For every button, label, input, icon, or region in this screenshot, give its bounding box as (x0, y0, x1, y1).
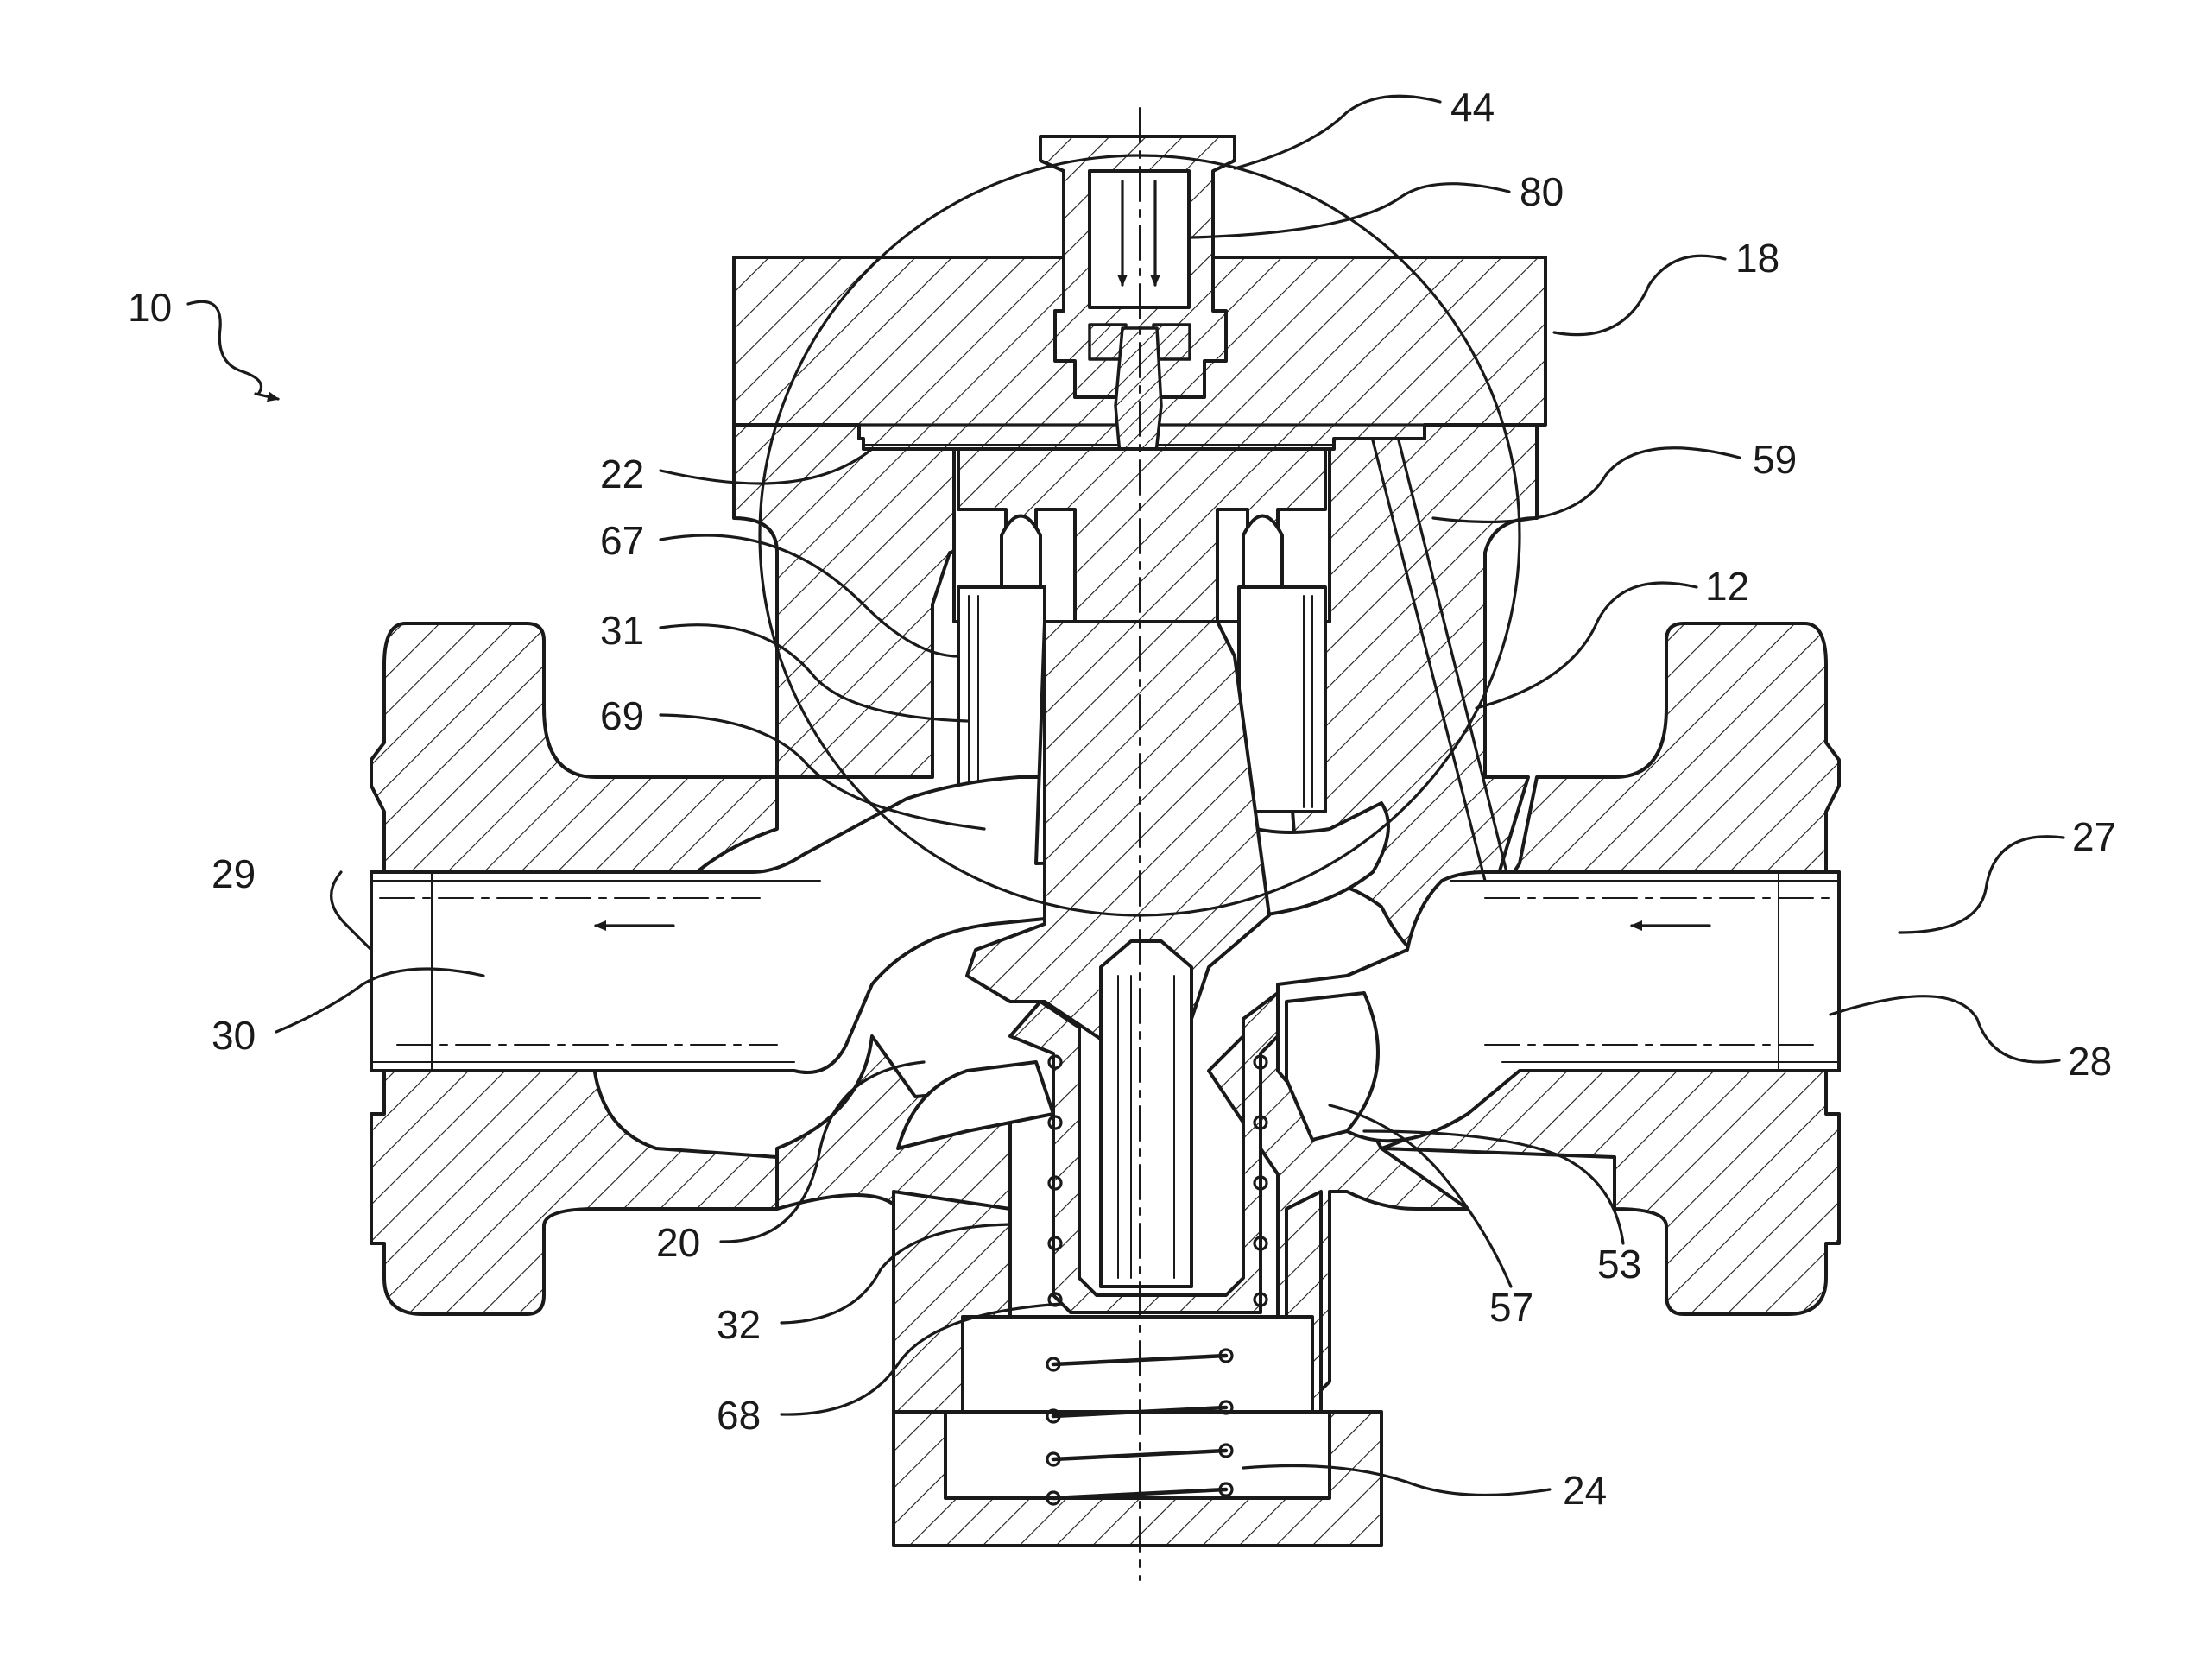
label-31: 31 (600, 608, 644, 653)
label-59: 59 (1753, 437, 1797, 482)
label-80: 80 (1520, 169, 1564, 214)
label-32: 32 (717, 1302, 761, 1347)
label-24: 24 (1563, 1468, 1607, 1513)
label-44: 44 (1450, 85, 1495, 130)
spring-chamber-upper (963, 1317, 1312, 1412)
label-18: 18 (1735, 236, 1779, 281)
label-30: 30 (212, 1013, 256, 1058)
label-28: 28 (2068, 1039, 2112, 1084)
guide-post-right (1243, 516, 1282, 588)
label-68: 68 (717, 1393, 761, 1438)
label-12: 12 (1705, 564, 1749, 609)
label-69: 69 (600, 693, 644, 738)
stem-bore (1101, 941, 1191, 1287)
guide-post-left (1002, 516, 1040, 588)
label-27: 27 (2072, 814, 2116, 859)
label-29: 29 (212, 851, 256, 896)
label-57: 57 (1489, 1285, 1533, 1330)
label-20: 20 (656, 1220, 700, 1265)
label-22: 22 (600, 452, 644, 496)
label-10: 10 (128, 285, 172, 330)
label-67: 67 (600, 518, 644, 563)
label-53: 53 (1597, 1242, 1641, 1287)
